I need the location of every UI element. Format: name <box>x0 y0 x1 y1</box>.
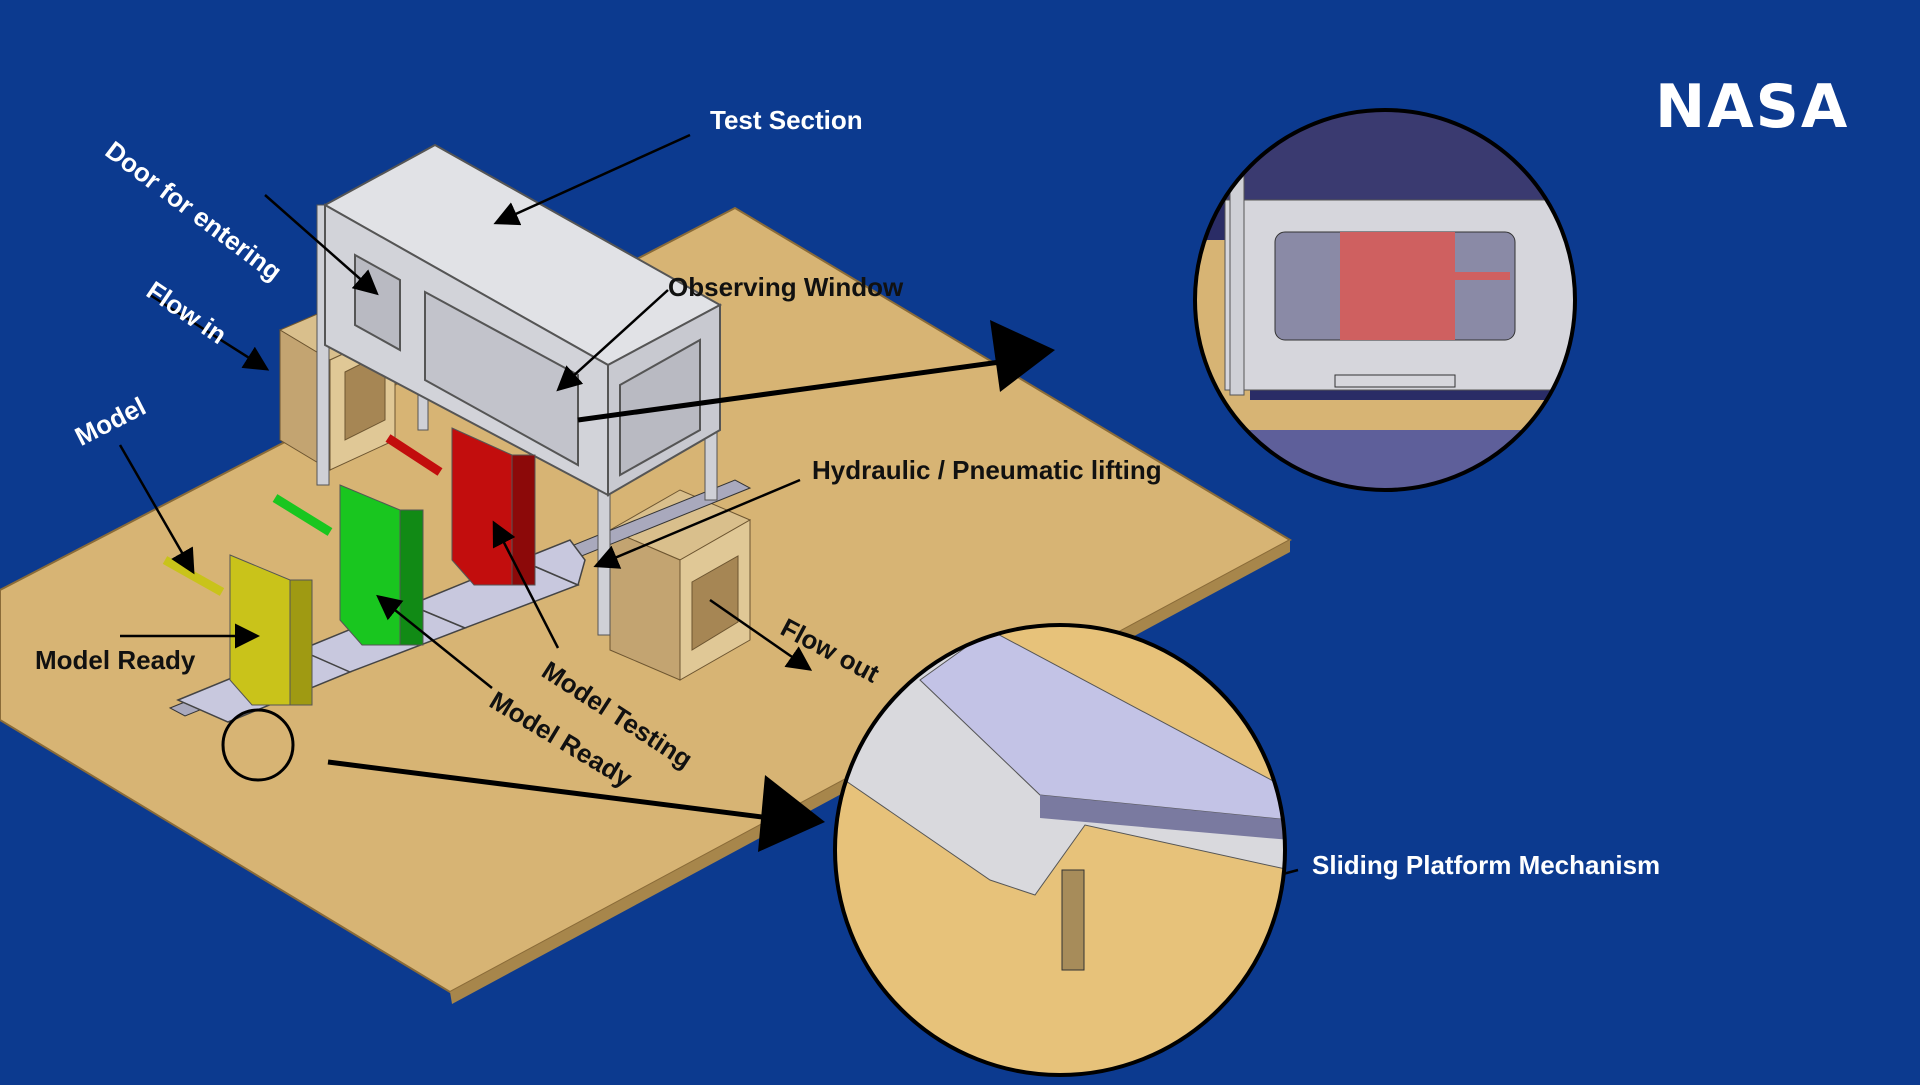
zoom-circle-window <box>1195 110 1575 490</box>
model-yellow <box>162 554 313 706</box>
flow-out-duct <box>608 489 752 681</box>
detail-callout-ring <box>221 708 295 782</box>
zoom-arrows <box>327 320 1055 852</box>
test-section-box <box>322 143 723 497</box>
zoom-circle-sliding <box>835 625 1285 1075</box>
label-model-ready-left: Model Ready <box>35 645 196 675</box>
label-test-section: Test Section <box>710 105 863 135</box>
label-observing-window: Observing Window <box>668 272 904 302</box>
label-hydraulic-lifting: Hydraulic / Pneumatic lifting <box>812 455 1162 485</box>
nasa-logo: NASA <box>1655 72 1850 142</box>
label-sliding-platform: Sliding Platform Mechanism <box>1312 850 1661 880</box>
